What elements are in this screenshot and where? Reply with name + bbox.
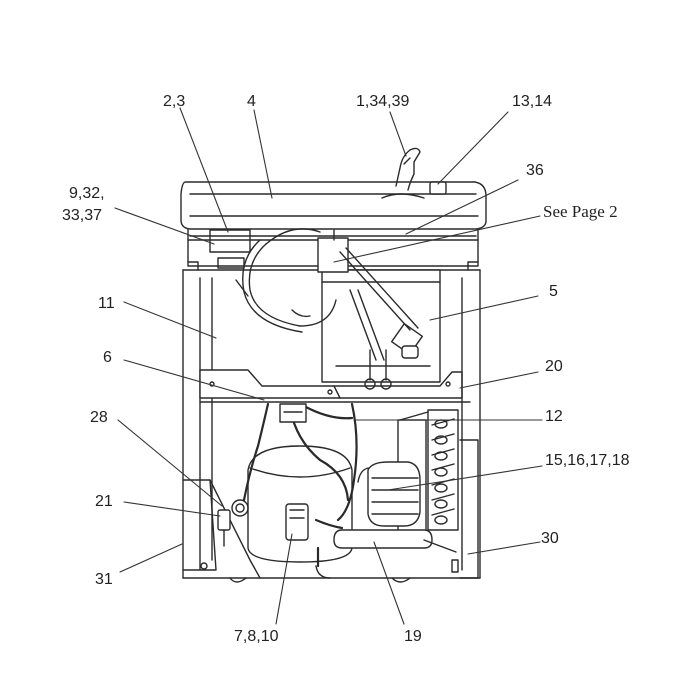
label-9-32: 9,32, xyxy=(69,185,105,202)
label-see-page-2: See Page 2 xyxy=(543,202,618,221)
filter-drier xyxy=(334,530,456,552)
label-19: 19 xyxy=(404,628,422,645)
label-36: 36 xyxy=(526,162,544,179)
mid-bracket xyxy=(200,370,470,402)
base-feet xyxy=(230,566,410,582)
wiring-lines xyxy=(244,404,357,566)
label-20: 20 xyxy=(545,358,563,375)
label-1-34-39: 1,34,39 xyxy=(356,93,410,110)
side-panel-right xyxy=(452,440,478,578)
compressor xyxy=(232,446,352,562)
label-28: 28 xyxy=(90,409,108,426)
pressure-switch xyxy=(218,510,230,546)
relay-box xyxy=(280,404,306,422)
fan-motor xyxy=(358,462,420,526)
tubing-loop xyxy=(236,229,336,332)
label-31: 31 xyxy=(95,571,113,588)
leader-lines xyxy=(115,108,542,624)
label-33-37: 33,37 xyxy=(62,207,103,224)
bubbler-nozzle xyxy=(382,148,424,198)
label-5: 5 xyxy=(549,283,558,300)
valve-assembly xyxy=(318,230,422,360)
side-panel-left xyxy=(183,480,260,578)
label-6: 6 xyxy=(103,349,112,366)
label-21: 21 xyxy=(95,493,113,510)
label-13-14: 13,14 xyxy=(512,93,553,110)
label-2-3: 2,3 xyxy=(163,93,186,110)
label-15-16-17-18: 15,16,17,18 xyxy=(545,452,630,469)
cooling-reservoir xyxy=(322,270,440,389)
label-12: 12 xyxy=(545,408,563,425)
push-button xyxy=(430,182,446,194)
label-4: 4 xyxy=(247,93,256,110)
label-11: 11 xyxy=(98,295,115,312)
label-7-8-10: 7,8,10 xyxy=(234,628,279,645)
label-30: 30 xyxy=(541,530,559,547)
